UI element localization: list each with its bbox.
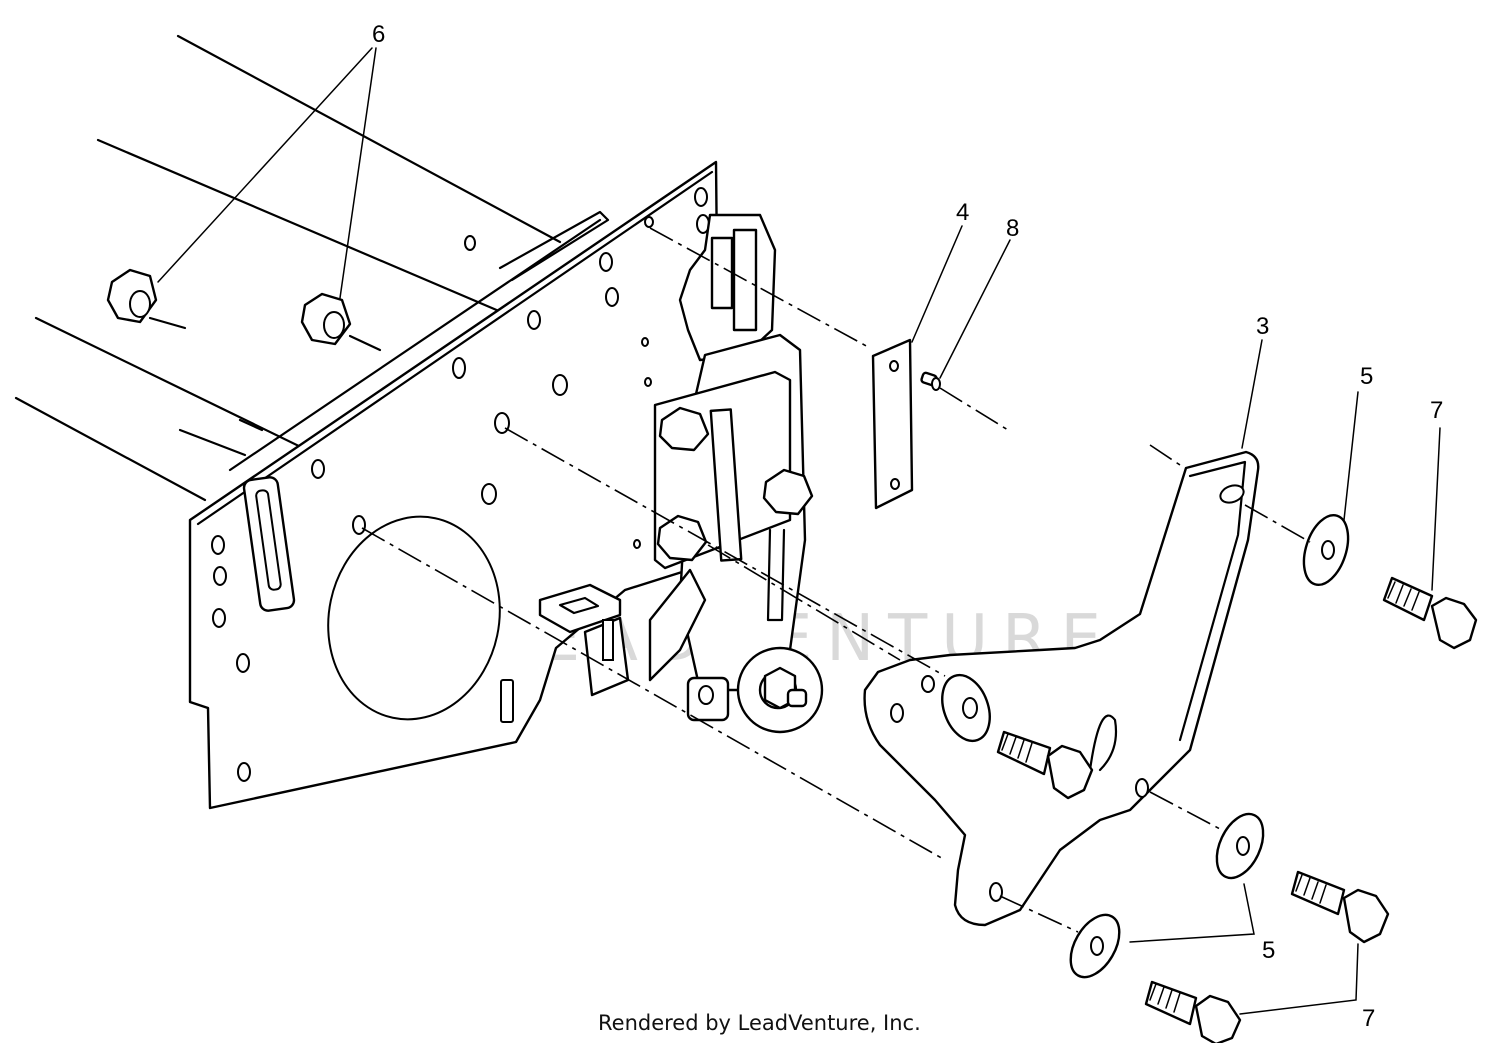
hex-nut bbox=[106, 268, 158, 324]
callout-5-upper: 5 bbox=[1360, 363, 1373, 390]
hex-bolt bbox=[996, 730, 1094, 800]
flat-washer bbox=[1215, 812, 1265, 880]
hex-bolt bbox=[1382, 576, 1478, 650]
main-side-plate bbox=[188, 160, 722, 810]
callout-labels: 6 4 8 3 5 7 5 7 bbox=[372, 21, 1443, 1032]
callout-7-upper: 7 bbox=[1430, 397, 1443, 424]
plate-holes bbox=[211, 187, 710, 782]
small-pin bbox=[920, 371, 941, 391]
alignment-lines bbox=[361, 227, 1311, 933]
callout-7-lower: 7 bbox=[1362, 1005, 1375, 1032]
small-plate bbox=[871, 338, 914, 510]
leader-lines bbox=[157, 47, 1441, 1015]
callout-4: 4 bbox=[956, 199, 969, 226]
callout-8: 8 bbox=[1006, 215, 1019, 242]
spindle-assembly bbox=[648, 333, 824, 734]
hex-bolt bbox=[1290, 870, 1390, 944]
hex-bolt bbox=[1144, 980, 1242, 1043]
frame-rails bbox=[14, 34, 610, 507]
flat-washer bbox=[1302, 514, 1350, 586]
callout-6: 6 bbox=[372, 21, 385, 48]
callout-3: 3 bbox=[1256, 313, 1269, 340]
flat-washer bbox=[1069, 913, 1121, 979]
upper-bracket bbox=[678, 213, 777, 362]
flat-washer bbox=[941, 673, 991, 743]
footer-credit: Rendered by LeadVenture, Inc. bbox=[598, 1011, 921, 1035]
hex-nut bbox=[300, 292, 352, 346]
callout-5-lower: 5 bbox=[1262, 937, 1275, 964]
mounting-bracket bbox=[863, 450, 1260, 927]
hex-bolt-head bbox=[656, 406, 814, 562]
